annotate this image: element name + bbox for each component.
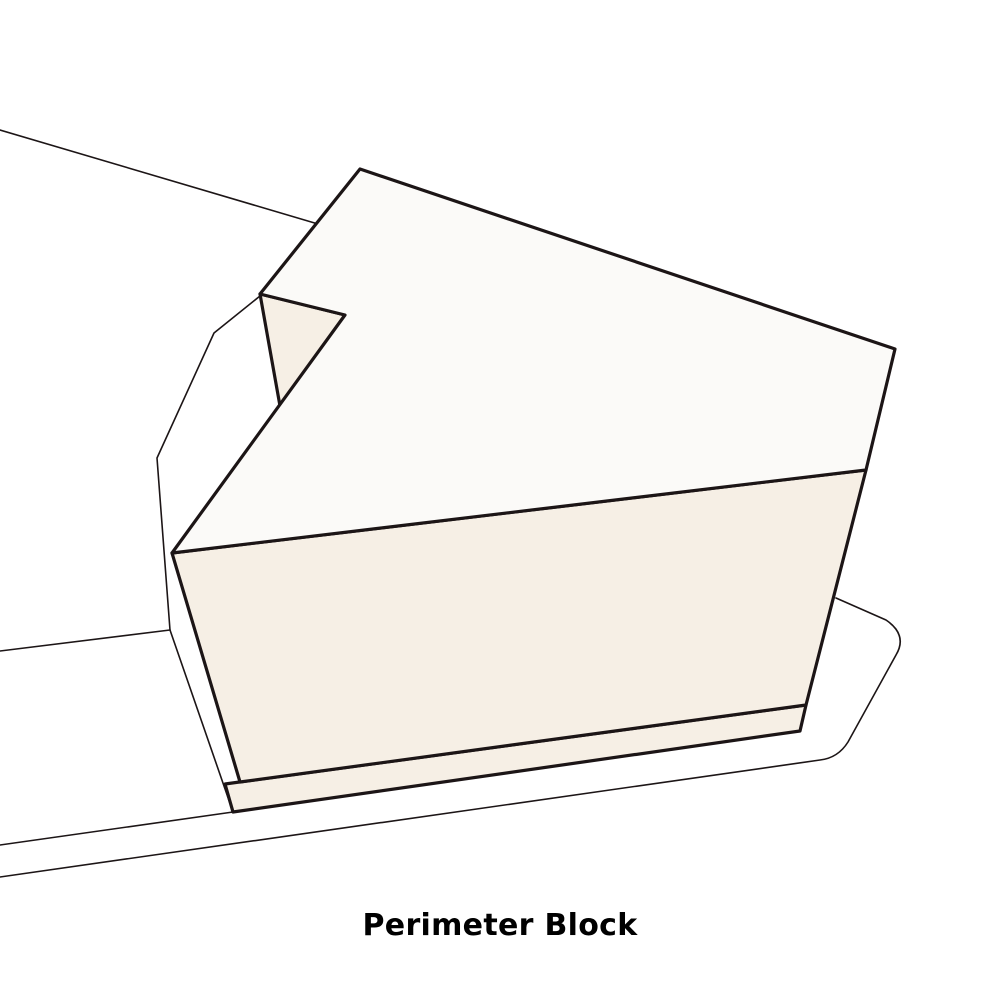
context-front-edge	[0, 811, 234, 846]
context-left-shadow	[156, 295, 261, 813]
block-roof	[170, 167, 897, 555]
context-back-edge	[0, 129, 319, 225]
diagram-caption: Perimeter Block	[362, 908, 638, 943]
context-platform-outline	[0, 597, 902, 878]
site-context-outline	[0, 129, 902, 878]
context-left-edge	[0, 629, 171, 652]
